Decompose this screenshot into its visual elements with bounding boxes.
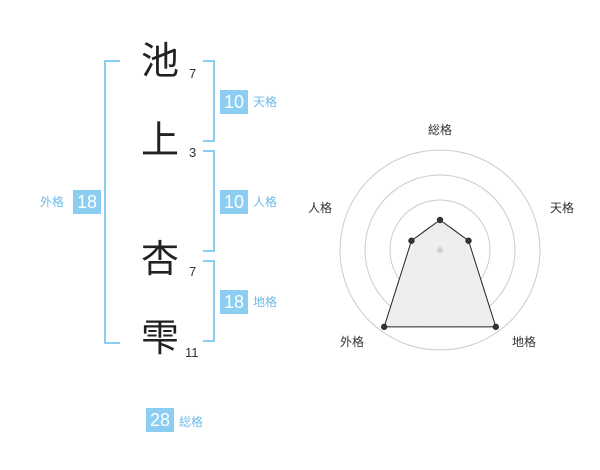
gaikaku-value-badge: 18 xyxy=(73,190,101,214)
tenkaku-value-badge: 10 xyxy=(220,90,248,114)
radar-point-5 xyxy=(408,237,415,244)
radar-chart: 総格 天格 地格 外格 人格 xyxy=(308,122,574,351)
radar-point-1 xyxy=(436,216,444,224)
radar-point-3 xyxy=(492,323,500,331)
radar-area xyxy=(383,219,497,328)
radar-point-2 xyxy=(465,237,472,244)
stroke-count-4: 11 xyxy=(185,345,199,360)
soukaku-value-badge: 28 xyxy=(146,408,174,432)
gaikaku-bracket xyxy=(104,60,120,344)
jinkaku-value-badge: 10 xyxy=(220,190,248,214)
radar-points xyxy=(380,216,500,331)
name-char-2: 上 xyxy=(141,118,180,162)
axis-label-tenkaku: 天格 xyxy=(550,200,574,215)
name-char-3: 杏 xyxy=(141,237,180,281)
jinkaku-label: 人格 xyxy=(253,195,278,209)
tenkaku-bracket xyxy=(203,60,215,142)
gaikaku-label: 外格 xyxy=(40,195,65,209)
radar-center-dot xyxy=(437,247,443,253)
stroke-count-1: 7 xyxy=(189,66,197,81)
chikaku-value-badge: 18 xyxy=(220,290,248,314)
axis-label-jinkaku: 人格 xyxy=(308,200,332,215)
stroke-count-3: 7 xyxy=(189,264,197,279)
axis-label-soukaku: 総格 xyxy=(428,122,452,137)
chikaku-bracket xyxy=(203,260,215,342)
radar-point-4 xyxy=(380,323,388,331)
axis-label-gaikaku: 外格 xyxy=(340,334,364,349)
jinkaku-bracket xyxy=(203,150,215,252)
soukaku-label: 総格 xyxy=(179,415,204,429)
axis-label-chikaku: 地格 xyxy=(512,334,536,349)
tenkaku-label: 天格 xyxy=(253,95,278,109)
name-char-1: 池 xyxy=(141,39,180,83)
name-char-4: 雫 xyxy=(141,316,180,360)
chikaku-label: 地格 xyxy=(253,295,278,309)
stroke-count-2: 3 xyxy=(189,145,197,160)
radar-ring-4 xyxy=(339,149,541,351)
